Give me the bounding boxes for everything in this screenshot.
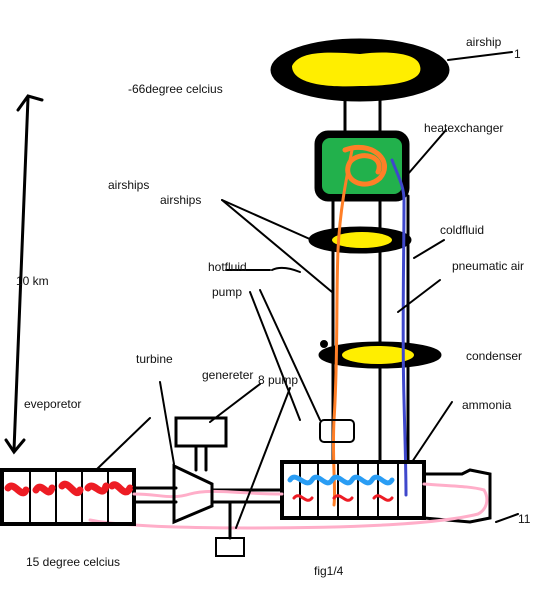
- bottom-temperature-label: 15 degree celcius: [26, 555, 121, 569]
- main-pipe: [132, 486, 284, 504]
- airships-label-2: airships: [160, 193, 202, 207]
- cold-fluid-label: coldfluid: [440, 223, 485, 237]
- pneumatic-air-label: pneumatic air: [452, 259, 525, 273]
- airships-label-1: airships: [108, 178, 150, 192]
- generator-label: genereter: [202, 368, 254, 382]
- condenser-label: condenser: [466, 349, 523, 363]
- turbine: [159, 381, 214, 525]
- heat-exchanger: [314, 129, 447, 202]
- airship-label: airship: [466, 35, 502, 49]
- ammonia-label: ammonia: [462, 398, 512, 412]
- ammonia-loop: [88, 468, 519, 530]
- mast-upper: [343, 98, 382, 134]
- condenser: [280, 401, 453, 520]
- evaporator-label: eveporetor: [24, 397, 82, 411]
- pump-lower: [215, 537, 245, 557]
- small-airship-upper: [308, 226, 412, 254]
- number-11-label: 11: [518, 512, 531, 526]
- altitude-label: 10 km: [16, 274, 49, 288]
- heat-exchanger-label: heatexchanger: [424, 121, 504, 135]
- cold-fluid-line: [390, 158, 408, 497]
- airship-number: 1: [514, 47, 521, 61]
- airship-top: [270, 38, 513, 102]
- top-temperature-label: -66degree celcius: [128, 82, 223, 96]
- hot-fluid-label: hotfluid: [208, 260, 247, 274]
- figure-caption: fig1/4: [314, 564, 344, 578]
- altitude-arrow: [4, 94, 44, 455]
- pump-8-label: 8 pump: [258, 373, 299, 387]
- generator: [174, 383, 261, 472]
- hot-fluid-line: [331, 148, 354, 507]
- leader-lines: [221, 199, 445, 529]
- evaporator: [0, 417, 151, 526]
- small-airship-lower: [318, 341, 442, 369]
- turbine-label: turbine: [136, 352, 173, 366]
- pump-upper: [319, 419, 355, 443]
- pump-upper-label: pump: [212, 285, 243, 299]
